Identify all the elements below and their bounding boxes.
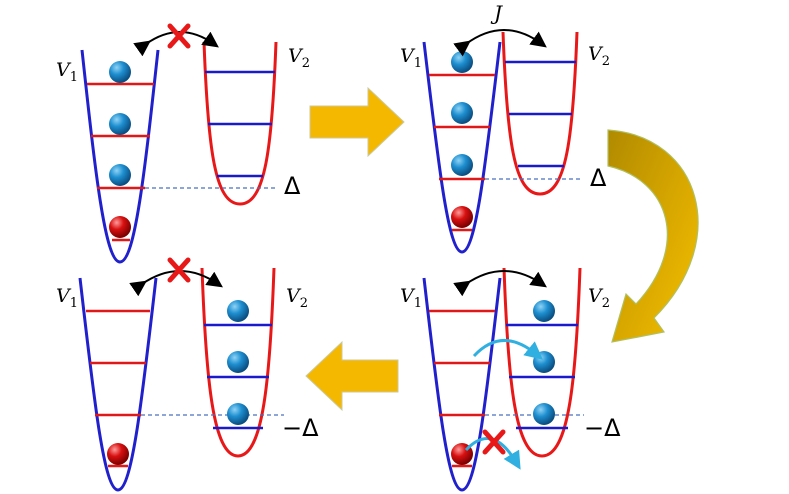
well-label-v1: V1: [56, 285, 78, 311]
left-energy-levels: [86, 309, 150, 468]
well-label-v1: V1: [400, 285, 422, 311]
tunneling-arrow: [453, 29, 547, 57]
panel-top-right: J V1 V2 Δ: [400, 1, 610, 254]
particle-blue: [109, 164, 131, 186]
well-label-v2: V2: [588, 43, 610, 69]
well-label-v2: V2: [286, 285, 308, 311]
right-well-curve: [202, 41, 278, 206]
right-energy-levels: [506, 323, 578, 430]
particle-blue: [533, 403, 555, 425]
tunneling-arrow: [453, 270, 547, 297]
forbidden-cross: [167, 23, 191, 49]
left-energy-levels: [87, 82, 154, 242]
particle-blue: [109, 61, 131, 83]
particle-red: [107, 443, 129, 465]
particle-red: [451, 206, 473, 228]
forbidden-cross: [482, 429, 506, 455]
well-label-v1: V1: [56, 59, 78, 85]
well-label-v2: V2: [588, 285, 610, 311]
flow-arrow-right: [309, 86, 405, 158]
flow-arrow-left: [305, 340, 399, 412]
right-energy-levels: [205, 70, 275, 178]
left-well-curve: [422, 277, 502, 492]
well-label-v2: V2: [288, 45, 310, 71]
particle-blue: [227, 300, 249, 322]
right-well-curve: [501, 31, 579, 196]
right-energy-levels: [505, 60, 576, 168]
particle-blue: [227, 403, 249, 425]
offset-label: Δ: [284, 172, 301, 200]
panel-top-left: V1 V2 Δ: [56, 23, 310, 264]
particle-blue: [451, 102, 473, 124]
left-energy-levels: [429, 73, 495, 232]
well-label-v1: V1: [400, 45, 422, 71]
left-well-curve: [422, 41, 502, 254]
left-well-curve: [80, 49, 160, 264]
offset-label: −Δ: [584, 414, 621, 442]
forbidden-cross: [167, 257, 191, 283]
left-energy-levels: [429, 309, 495, 468]
flow-arrow-curved-down: [607, 129, 699, 343]
right-well-curve: [502, 267, 582, 458]
particle-blue: [451, 51, 473, 73]
left-well-curve: [78, 277, 158, 492]
panel-bottom-left: V1 V2 −Δ: [56, 257, 319, 492]
particle-blue: [533, 351, 555, 373]
offset-label: −Δ: [282, 414, 319, 442]
particle-blue: [109, 113, 131, 135]
panel-bottom-right: V1 V2 −Δ: [400, 267, 621, 492]
offset-label: Δ: [590, 164, 607, 192]
right-well-curve: [200, 267, 276, 458]
particle-blue: [451, 154, 473, 176]
right-energy-levels: [204, 323, 272, 430]
particle-blue: [533, 300, 555, 322]
allowed-hop-arrow: [472, 339, 543, 360]
particle-blue: [227, 351, 249, 373]
coupling-label: J: [490, 1, 503, 25]
particle-red: [109, 216, 131, 238]
